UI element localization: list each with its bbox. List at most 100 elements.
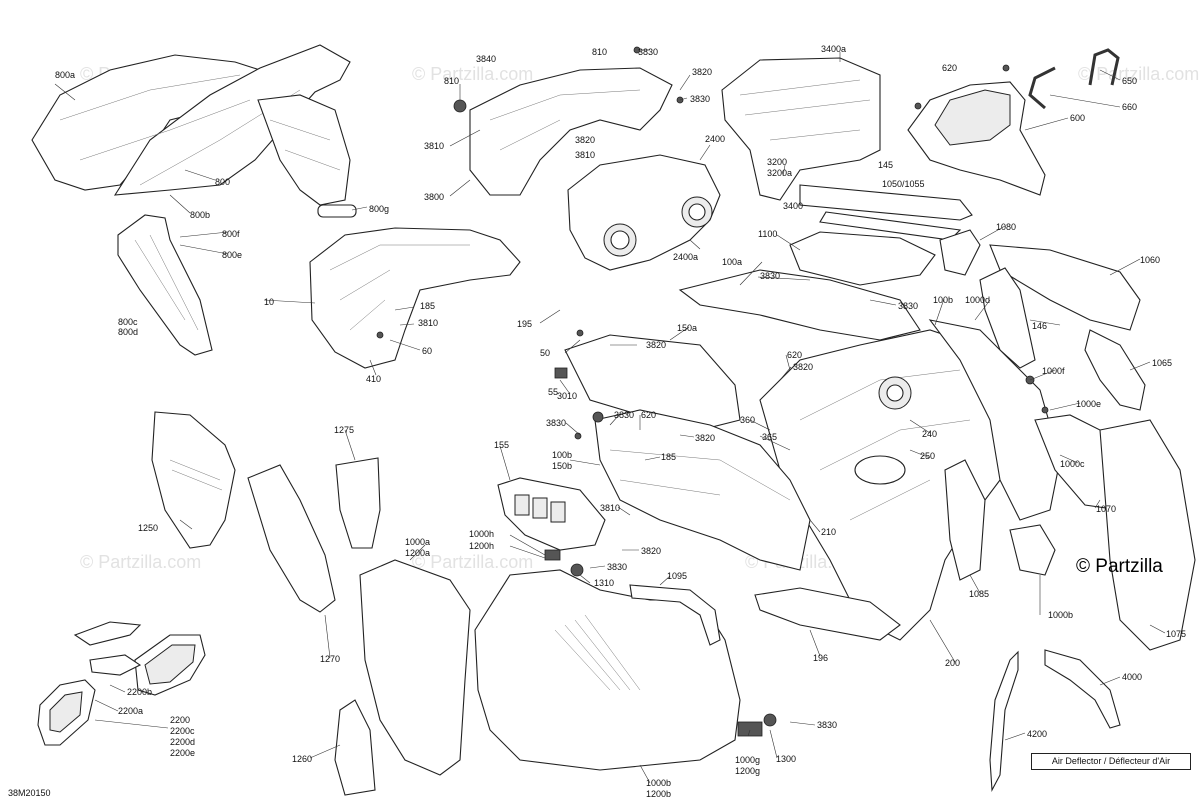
callout-label: 1300 [776,754,796,764]
callout-label: 2200a [118,706,143,716]
callout-label: 3820 [793,362,813,372]
callout-label: 1080 [996,222,1016,232]
callout-label: 100b [933,295,953,305]
callout-label: 800c [118,317,138,327]
callout-label: 360 [740,415,755,425]
callout-label: 3820 [692,67,712,77]
callout-label: 4000 [1122,672,1142,682]
callout-label: 3200a [767,168,792,178]
callout-label: 620 [641,410,656,420]
copyright-notice: © Partzilla [1076,556,1163,577]
callout-label: 3400 [783,201,803,211]
part-drawings [31,44,1196,796]
callout-label: 1000d [965,295,990,305]
watermark: © Partzilla.com [412,552,533,572]
callout-label: 1200h [469,541,494,551]
callout-label: 1070 [1096,504,1116,514]
callout-label: 1000h [469,529,494,539]
callout-label: 100b [552,450,572,460]
callout-label: 185 [420,301,435,311]
callout-label: 3810 [424,141,444,151]
callout-label: 1000e [1076,399,1101,409]
callout-label: 800d [118,327,138,337]
callout-label: 800 [215,177,230,187]
callout-labels: 800a800800b800f800e800c800d800g384081038… [55,44,1186,799]
callout-label: 1200g [735,766,760,776]
callout-label: 800a [55,70,75,80]
air-deflector-legend-box: Air Deflector / Déflecteur d'Air [1031,753,1191,770]
callout-label: 3830 [690,94,710,104]
callout-label: 1250 [138,523,158,533]
leader-lines [54,49,1166,784]
watermark: © Partzilla.com [412,64,533,84]
callout-label: 3400a [821,44,846,54]
callout-label: 250 [920,451,935,461]
callout-label: 2200b [127,687,152,697]
callout-label: 1275 [334,425,354,435]
callout-label: 55 [548,387,558,397]
callout-label: 800e [222,250,242,260]
callout-label: 3840 [476,54,496,64]
callout-label: 1200a [405,548,430,558]
callout-label: 1075 [1166,629,1186,639]
callout-label: 2400a [673,252,698,262]
callout-label: 3800 [424,192,444,202]
callout-label: 410 [366,374,381,384]
callout-label: 210 [821,527,836,537]
callout-label: 3830 [817,720,837,730]
callout-label: 3820 [575,135,595,145]
callout-label: 600 [1070,113,1085,123]
callout-label: 4200 [1027,729,1047,739]
callout-label: 1310 [594,578,614,588]
callout-label: 150b [552,461,572,471]
diagram-reference-code: 38M20150 [8,788,51,798]
callout-label: 50 [540,348,550,358]
callout-label: 2200c [170,726,195,736]
callout-label: 1260 [292,754,312,764]
callout-label: 155 [494,440,509,450]
callout-label: 3830 [898,301,918,311]
callout-label: 3820 [695,433,715,443]
callout-label: 365 [762,432,777,442]
callout-label: 3810 [418,318,438,328]
watermark: © Partzilla.com [80,552,201,572]
watermark: © Partzilla.com [1078,64,1199,84]
callout-label: 3820 [641,546,661,556]
callout-label: 2200 [170,715,190,725]
callout-label: 240 [922,429,937,439]
callout-label: 1050/1055 [882,179,925,189]
callout-label: 60 [422,346,432,356]
callout-label: 3830 [546,418,566,428]
callout-label: 145 [878,160,893,170]
callout-label: 150a [677,323,697,333]
callout-label: 3810 [575,150,595,160]
callout-label: 1000a [405,537,430,547]
callout-label: 810 [592,47,607,57]
callout-label: 3830 [760,271,780,281]
callout-label: 200 [945,658,960,668]
callout-label: 1270 [320,654,340,664]
callout-label: 3010 [557,391,577,401]
callout-label: 620 [787,350,802,360]
callout-label: 1100 [758,229,777,239]
callout-label: 1000g [735,755,760,765]
callout-label: 146 [1032,321,1047,331]
callout-label: 1200b [646,789,671,799]
callout-label: 1000b [646,778,671,788]
callout-label: 1095 [667,571,687,581]
callout-label: 1085 [969,589,989,599]
callout-label: 800b [190,210,210,220]
callout-label: 195 [517,319,532,329]
callout-label: 1000c [1060,459,1085,469]
callout-label: 10 [264,297,274,307]
callout-label: 810 [444,76,459,86]
callout-label: 1000b [1048,610,1073,620]
callout-label: 1060 [1140,255,1160,265]
callout-label: 3830 [614,410,634,420]
callout-label: 3820 [646,340,666,350]
callout-label: 800g [369,204,389,214]
callout-label: 620 [942,63,957,73]
callout-label: 185 [661,452,676,462]
